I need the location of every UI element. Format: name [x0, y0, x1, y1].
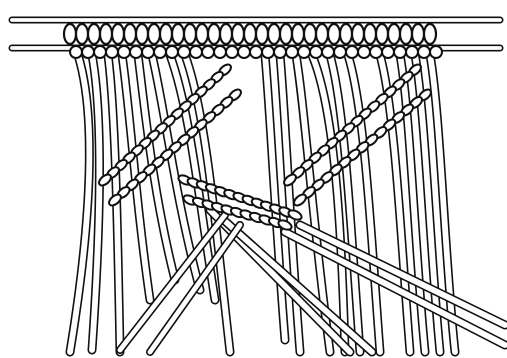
knot — [292, 192, 308, 207]
mounting-knot — [400, 24, 412, 44]
mounting-knot — [64, 24, 76, 44]
mounting-knot — [352, 24, 364, 44]
mounting-knot — [76, 24, 88, 44]
mounting-knot — [358, 46, 370, 58]
mounting-knot — [268, 24, 280, 44]
mounting-knot — [370, 46, 382, 58]
mounting-knot — [112, 24, 124, 44]
mounting-knot — [346, 46, 358, 58]
mounting-knot — [310, 46, 322, 58]
mounting-knot — [256, 24, 268, 44]
mounting-knot — [70, 46, 82, 58]
mounting-knot — [334, 46, 346, 58]
mounting-knot — [220, 24, 232, 44]
mounting-knot — [94, 46, 106, 58]
mounting-knot — [136, 24, 148, 44]
mounting-knot — [124, 24, 136, 44]
mounting-knot — [406, 46, 418, 58]
hanging-cord — [70, 55, 89, 352]
mounting-knot — [280, 24, 292, 44]
mounting-knot — [418, 46, 430, 58]
mounting-knot — [130, 46, 142, 58]
mounting-knot — [328, 24, 340, 44]
mounting-knot — [262, 46, 274, 58]
mounting-knot — [430, 46, 442, 58]
mounting-knot — [424, 24, 436, 44]
mounting-knot — [388, 24, 400, 44]
mounting-knot — [244, 24, 256, 44]
mounting-knot — [172, 24, 184, 44]
mounting-knot — [394, 46, 406, 58]
mounting-knot — [106, 46, 118, 58]
mounting-knot — [364, 24, 376, 44]
mounting-knot — [382, 46, 394, 58]
mounting-knot — [154, 46, 166, 58]
mounting-knot — [82, 46, 94, 58]
mounting-knot — [298, 46, 310, 58]
mounting-knot — [238, 46, 250, 58]
mounting-knot — [196, 24, 208, 44]
mounting-knot — [412, 24, 424, 44]
hanging-cord — [92, 55, 100, 350]
mounting-knot — [250, 46, 262, 58]
mounting-knot — [208, 24, 220, 44]
mounting-knot — [88, 24, 100, 44]
mounting-knot — [232, 24, 244, 44]
mounting-knot — [184, 24, 196, 44]
mounting-knot — [118, 46, 130, 58]
mounting-knot — [274, 46, 286, 58]
mounting-knot — [286, 46, 298, 58]
mounting-knot — [226, 46, 238, 58]
mounting-knot — [340, 24, 352, 44]
mounting-knot — [160, 24, 172, 44]
mounting-knot — [214, 46, 226, 58]
mounting-knot — [322, 46, 334, 58]
mounting-knot — [178, 46, 190, 58]
mounting-knot — [190, 46, 202, 58]
mounting-knot — [292, 24, 304, 44]
mounting-knot — [376, 24, 388, 44]
mounting-knot — [316, 24, 328, 44]
mounting-knot — [166, 46, 178, 58]
mounting-knots — [64, 24, 442, 58]
mounting-knot — [100, 24, 112, 44]
mounting-knot — [202, 46, 214, 58]
mounting-knot — [148, 24, 160, 44]
mounting-knot — [142, 46, 154, 58]
mounting-knot — [304, 24, 316, 44]
